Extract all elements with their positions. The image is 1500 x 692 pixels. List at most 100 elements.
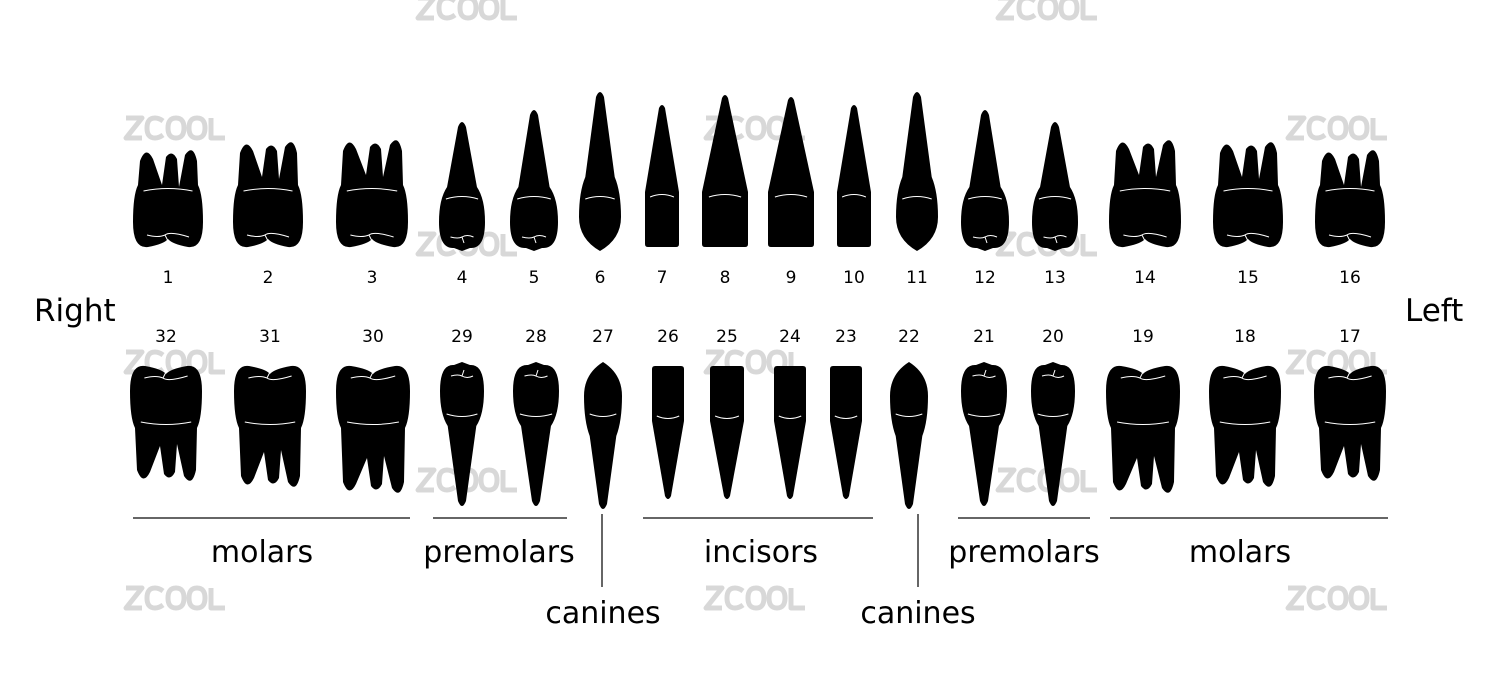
premolar-tooth-shape [439,122,485,251]
tooth-detail-lines [774,194,808,198]
tooth-number: 2 [263,268,274,288]
watermark-logo [415,0,517,21]
tooth-detail-lines [589,413,617,417]
tooth-number: 19 [1132,327,1154,347]
watermark-glyph [1080,0,1097,21]
tooth-14[interactable] [1109,140,1181,248]
tooth-2[interactable] [233,142,303,248]
watermark-glyph [1016,0,1037,21]
tooth-number: 27 [592,327,614,347]
premolar-tooth-shape [1032,122,1078,251]
tooth-26[interactable] [652,366,684,499]
tooth-32[interactable] [130,365,202,481]
molar-tooth-shape [336,140,408,248]
tooth-20[interactable] [1031,362,1075,506]
tooth-18[interactable] [1209,365,1281,487]
tooth-3[interactable] [336,140,408,248]
tooth-29[interactable] [440,362,484,506]
tooth-27[interactable] [584,362,622,509]
watermark-glyph [1037,0,1059,21]
premolar-tooth-shape [513,362,559,506]
watermark-logo [1285,585,1387,611]
tooth-detail-lines [143,188,193,242]
tooth-number: 6 [595,268,606,288]
tooth-9[interactable] [768,97,814,247]
tooth-15[interactable] [1213,142,1283,248]
tooth-detail-lines [243,188,293,242]
watermark-glyph [165,585,187,611]
tooth-number: 28 [525,327,547,347]
incisor-tooth-shape [702,95,748,247]
watermark-glyph [703,585,725,611]
tooth-detail-lines [346,188,398,242]
tooth-number: 13 [1044,268,1066,288]
tooth-detail-lines [1119,188,1171,242]
premolar-tooth-shape [961,110,1009,251]
premolar-tooth-shape [510,110,558,251]
watermark-logo [995,0,1097,21]
tooth-detail-lines [1117,371,1169,425]
tooth-number: 7 [657,268,668,288]
tooth-7[interactable] [645,105,679,247]
tooth-number: 17 [1339,327,1361,347]
molar-tooth-shape [1314,365,1386,481]
molar-tooth-shape [1213,142,1283,248]
tooth-detail-lines [967,369,1001,417]
watermark-glyph [788,588,805,611]
tooth-number: 4 [457,268,468,288]
tooth-10[interactable] [837,105,871,247]
tooth-1[interactable] [133,150,203,248]
tooth-22[interactable] [890,362,928,509]
tooth-21[interactable] [961,362,1007,506]
tooth-8[interactable] [702,95,748,247]
tooth-13[interactable] [1032,122,1078,251]
tooth-detail-lines [778,415,802,419]
tooth-6[interactable] [579,92,621,251]
watermark-glyph [500,234,517,257]
tooth-number: 22 [898,327,920,347]
tooth-detail-lines [585,196,615,200]
watermark-glyph [1370,588,1387,611]
watermark-glyph [436,467,457,493]
incisor-tooth-shape [645,105,679,247]
premolar-tooth-shape [440,362,484,506]
tooth-4[interactable] [439,122,485,251]
tooth-detail-lines [714,415,740,419]
tooth-detail-lines [1219,371,1271,425]
tooth-12[interactable] [961,110,1009,251]
tooth-16[interactable] [1315,150,1385,248]
label-premolars-right: premolars [423,535,574,570]
label-premolars-left: premolars [948,535,1099,570]
tooth-number: 11 [906,268,928,288]
tooth-30[interactable] [336,365,410,493]
tooth-19[interactable] [1106,365,1180,493]
tooth-detail-lines [834,415,858,419]
molar-tooth-shape [233,142,303,248]
watermark-glyph [995,0,1016,21]
watermark-glyph [1285,349,1307,375]
watermark-glyph [186,115,208,141]
incisor-tooth-shape [710,366,744,499]
watermarks [123,0,1387,611]
tooth-24[interactable] [774,366,806,499]
incisor-tooth-shape [774,366,806,499]
watermark-glyph [995,467,1017,493]
tooth-detail-lines [1038,196,1072,244]
tooth-detail-lines [519,369,553,417]
tooth-number: 29 [451,327,473,347]
tooth-28[interactable] [513,362,559,506]
watermark-glyph [766,585,788,611]
tooth-25[interactable] [710,366,744,499]
incisor-tooth-shape [652,366,684,499]
watermark-logo [123,115,225,141]
tooth-5[interactable] [510,110,558,251]
tooth-11[interactable] [896,92,938,251]
tooth-31[interactable] [234,365,306,487]
tooth-detail-lines [895,413,923,417]
watermark-glyph [1285,585,1307,611]
tooth-23[interactable] [830,366,862,499]
tooth-number: 16 [1339,268,1361,288]
watermark-glyph [123,585,145,611]
watermark-glyph [500,0,517,21]
tooth-17[interactable] [1314,365,1386,481]
